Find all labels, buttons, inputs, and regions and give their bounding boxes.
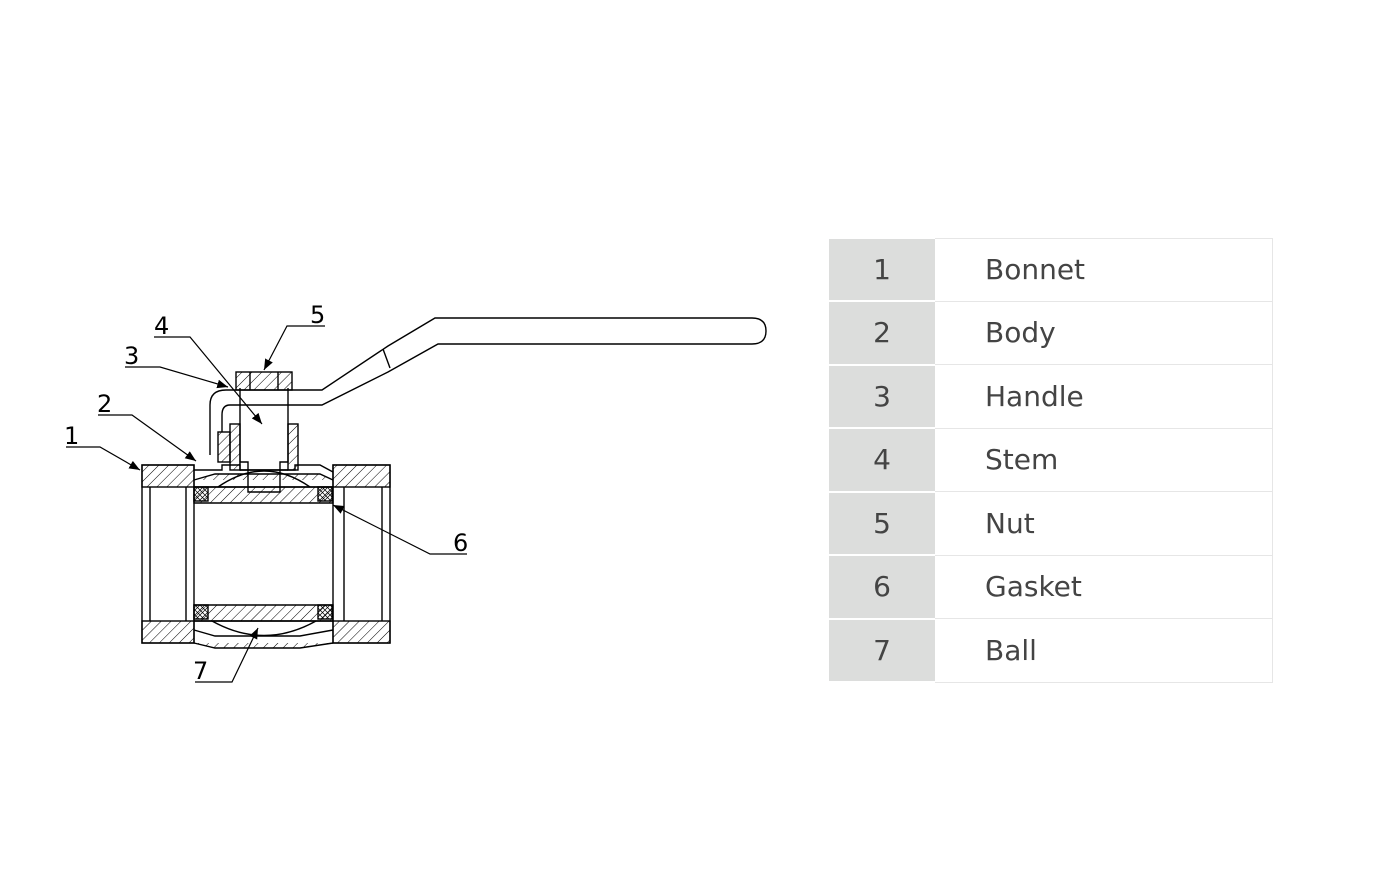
table-row: 2 Body xyxy=(829,300,1273,366)
stem-housing xyxy=(217,423,299,471)
bonnet-part xyxy=(141,464,195,644)
part-name: Handle xyxy=(935,364,1273,429)
leader-line-3 xyxy=(125,366,229,389)
callout-6: 6 xyxy=(453,529,468,557)
leader-line-2 xyxy=(98,414,197,462)
parts-table: 1 Bonnet 2 Body 3 Handle 4 Stem 5 Nut 6 … xyxy=(829,238,1273,683)
part-number: 1 xyxy=(829,238,935,302)
table-row: 1 Bonnet xyxy=(829,238,1273,302)
leader-line-4 xyxy=(154,336,263,425)
nut-part xyxy=(235,371,293,391)
part-name: Stem xyxy=(935,427,1273,492)
callout-5: 5 xyxy=(310,301,325,329)
part-number: 5 xyxy=(829,491,935,556)
leader-line-7 xyxy=(195,627,259,683)
part-name: Bonnet xyxy=(935,238,1273,302)
table-row: 6 Gasket xyxy=(829,554,1273,620)
part-number: 2 xyxy=(829,301,935,366)
table-row: 7 Ball xyxy=(829,618,1273,683)
part-name: Ball xyxy=(935,618,1273,683)
part-name: Gasket xyxy=(935,554,1273,619)
callout-1: 1 xyxy=(64,422,79,450)
callout-3: 3 xyxy=(124,342,139,370)
leader-line-1 xyxy=(66,446,141,471)
callout-4: 4 xyxy=(154,312,169,340)
table-row: 3 Handle xyxy=(829,364,1273,429)
table-row: 5 Nut xyxy=(829,491,1273,556)
callout-7: 7 xyxy=(193,657,208,685)
table-row: 4 Stem xyxy=(829,427,1273,493)
part-number: 7 xyxy=(829,618,935,683)
callout-2: 2 xyxy=(97,390,112,418)
ball-part xyxy=(193,470,334,637)
handle-part xyxy=(209,317,767,455)
part-number: 6 xyxy=(829,555,935,620)
part-number: 4 xyxy=(829,428,935,493)
ball-valve-cross-section: 1 2 3 4 5 6 7 xyxy=(64,301,767,685)
leader-line-5 xyxy=(263,325,325,371)
part-name: Body xyxy=(935,300,1273,365)
part-name: Nut xyxy=(935,491,1273,556)
part-number: 3 xyxy=(829,364,935,429)
gasket-part xyxy=(193,486,333,620)
leader-line-6 xyxy=(332,504,467,555)
